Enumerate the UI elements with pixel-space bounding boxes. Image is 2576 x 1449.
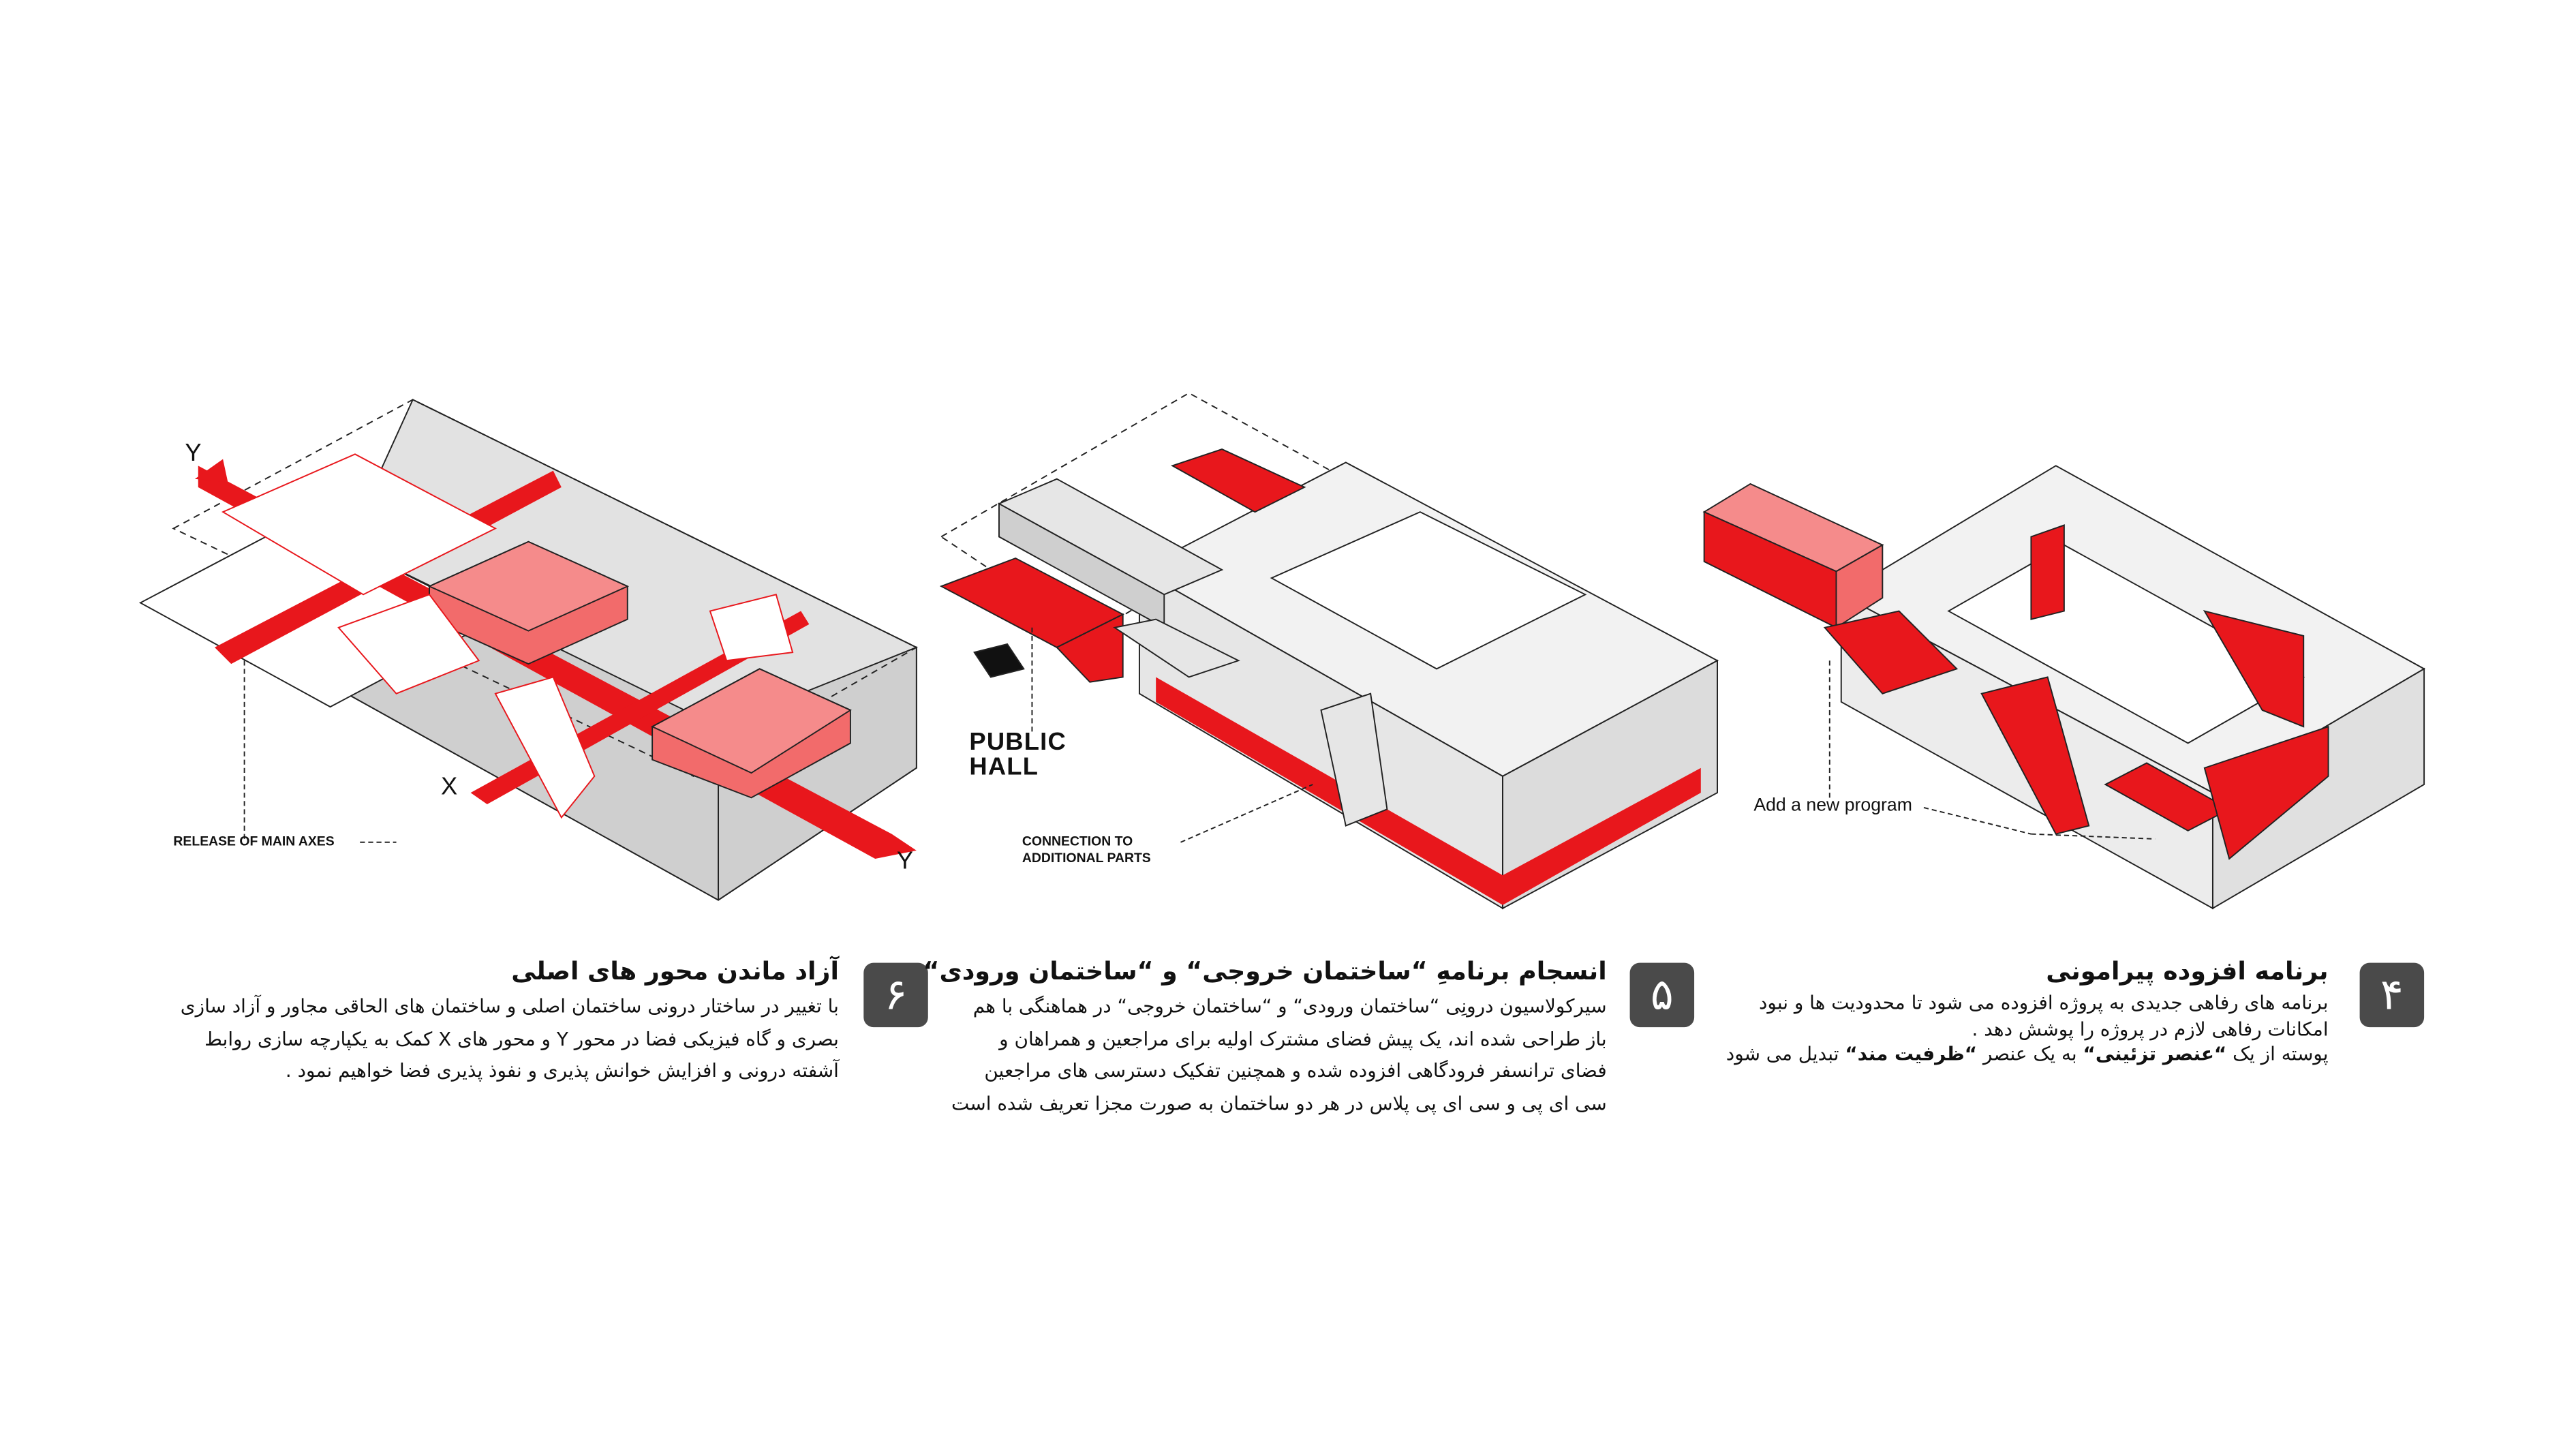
- diagram-6-axes-release: [138, 399, 918, 901]
- diagram-4-added-program: [1702, 465, 2426, 910]
- panel-5-text: انسجام برنامهِ “ساختمان خروجی“ و “ساختما…: [923, 955, 1607, 1120]
- text-part: تبدیل می شود: [1726, 1041, 1845, 1065]
- panel-4-line: امکانات رفاهی لازم در پروژه را پوشش دهد …: [1972, 1016, 2329, 1040]
- panel-6-text: آزاد ماندن محور های اصلی با تغییر در ساخ…: [181, 955, 839, 1088]
- panel-5-line: فضای ترانسفر فرودگاهی افزوده شده و همچنی…: [984, 1058, 1607, 1082]
- emphasis-decorative-element: “عنصر تزئینی“: [2083, 1041, 2227, 1065]
- panel-4-title: برنامه افزوده پیرامونی: [2046, 956, 2329, 986]
- entrance-arrow-icon: [973, 643, 1025, 678]
- step-badge-5: ۵: [1629, 962, 1695, 1028]
- public-hall-line-1: PUBLIC: [969, 728, 1067, 757]
- panel-5-line: باز طراحی شده اند، یک پیش فضای مشترک اول…: [999, 1026, 1607, 1050]
- text-part: به یک عنصر: [1977, 1041, 2083, 1065]
- panel-6-line: با تغییر در ساختار درونی ساختمان اصلی و …: [180, 994, 839, 1018]
- axis-y-label-bottom: Y: [896, 847, 914, 876]
- panel-4-text: برنامه افزوده پیرامونی برنامه های رفاهی …: [1726, 955, 2329, 1068]
- panel-6-line: آشفته درونی و افزایش خوانش پذیری و نفوذ …: [285, 1058, 839, 1082]
- courtyard: [1270, 511, 1587, 670]
- connection-line-2: ADDITIONAL PARTS: [1022, 850, 1151, 866]
- axis-y-label-top: Y: [185, 439, 202, 468]
- panel-5-title: انسجام برنامهِ “ساختمان خروجی“ و “ساختما…: [923, 956, 1607, 986]
- connection-callout: CONNECTION TO ADDITIONAL PARTS: [1022, 834, 1151, 867]
- step-badge-4: ۴: [2359, 962, 2425, 1028]
- emphasis-capable-element: “ظرفیت مند“: [1845, 1041, 1978, 1065]
- panel-5-line: سیرکولاسیون درونِی “ساختمان ورودی“ و “سا…: [972, 994, 1607, 1018]
- release-main-axes-callout: RELEASE OF MAIN AXES: [173, 834, 335, 849]
- panel-4-line: برنامه های رفاهی جدیدی به پروژه افزوده م…: [1759, 990, 2329, 1014]
- public-hall-line-2: HALL: [969, 752, 1039, 782]
- diagram-5-program-integration: [939, 392, 1719, 910]
- outline-volume: [221, 453, 497, 596]
- red-ground-band: [1156, 677, 1701, 905]
- panel-6-line: بصری و گاه فیزیکی فضا در محور Y و محور ه…: [204, 1026, 839, 1050]
- panel-4-line-last: پوسته از یک “عنصر تزئینی“ به یک عنصر “ظر…: [1726, 1042, 2329, 1068]
- step-badge-6: ۶: [863, 962, 928, 1028]
- add-new-program-callout: Add a new program: [1753, 795, 1912, 817]
- public-hall-label: PUBLIC HALL: [969, 730, 1067, 780]
- text-part: پوسته از یک: [2226, 1041, 2329, 1065]
- connection-line-1: CONNECTION TO: [1022, 834, 1133, 849]
- panel-5-line: سی ای پی و سی ای پی پلاس در هر دو ساختما…: [951, 1090, 1607, 1114]
- panel-6-title: آزاد ماندن محور های اصلی: [511, 956, 839, 986]
- axis-x-label: X: [440, 773, 458, 802]
